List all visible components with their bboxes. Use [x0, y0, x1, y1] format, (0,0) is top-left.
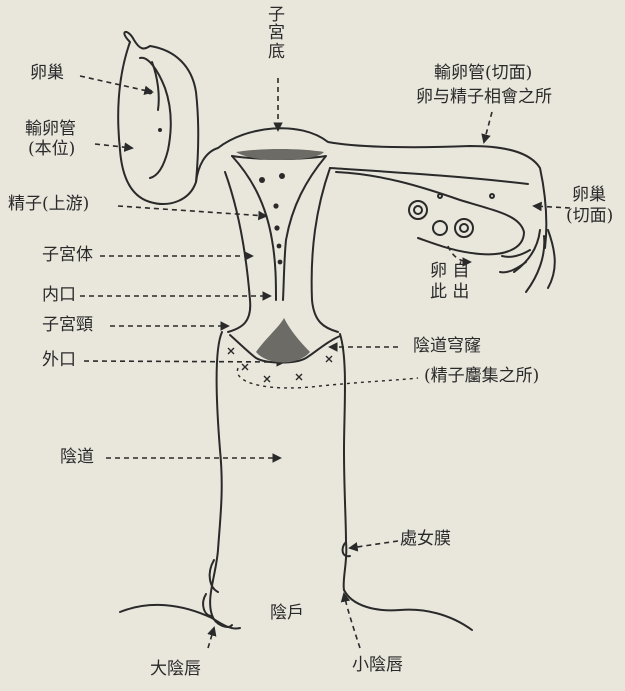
label-cervix: 子宮頸 [42, 316, 93, 336]
label-internal-os: 内口 [42, 286, 76, 306]
label-labia-major: 大陰唇 [150, 660, 201, 680]
sperm-dot [278, 260, 283, 265]
labia-major-arrow [208, 628, 214, 648]
label-egg-out-line1: 卵 自 [430, 262, 469, 282]
label-uterus-body: 子宮体 [42, 246, 93, 266]
sperm-dot [277, 244, 282, 249]
label-sperm-pool: (精子麕集之所) [424, 367, 539, 387]
label-fornix: 陰道穹窿 [413, 337, 481, 357]
sperm-dot [273, 203, 278, 208]
label-ovary-right-line1: 卵巢 [572, 186, 606, 206]
label-external-os: 外口 [42, 351, 76, 371]
cervix-shading [256, 318, 310, 363]
label-tube-right-line2: 卵与精子相會之所 [416, 88, 552, 108]
sperm-dot [148, 90, 153, 95]
ovary-left-arrow [80, 76, 152, 92]
tube-right-arrow [484, 112, 492, 142]
sperm-dot [259, 177, 265, 183]
ovary-right-arrow [534, 206, 570, 208]
label-tube-left-line2: (本位) [28, 140, 75, 160]
tube-left-arrow [95, 144, 132, 148]
sperm-arrow [118, 206, 266, 216]
external-os-arrow [84, 361, 284, 362]
sperm-dot [158, 128, 162, 132]
sperm-dot [274, 225, 279, 230]
label-vagina: 陰道 [60, 448, 94, 468]
label-labia-minor: 小陰唇 [352, 656, 403, 676]
right-ovary-section [336, 172, 524, 254]
sperm-pool-loop [237, 368, 418, 388]
label-tube-left-line1: 輸卵管 [25, 120, 76, 140]
sperm-dot [279, 173, 285, 179]
label-ovary-right-line2: (切面) [566, 207, 613, 227]
label-egg-out-line2: 此 出 [430, 283, 469, 303]
left-ovary-shape [118, 32, 198, 204]
label-fundus-line2: 宮 [268, 24, 285, 44]
label-tube-right-line1: 輸卵管(切面) [434, 64, 532, 84]
hymen-arrow [350, 541, 398, 548]
label-sperm: 精子(上游) [8, 195, 89, 215]
labia-minor-arrow [344, 594, 360, 648]
label-vaginal-opening: 陰戶 [270, 604, 304, 624]
label-fundus-line3: 底 [268, 43, 285, 63]
label-hymen: 處女膜 [400, 530, 451, 550]
label-ovary-left: 卵巢 [30, 64, 64, 84]
